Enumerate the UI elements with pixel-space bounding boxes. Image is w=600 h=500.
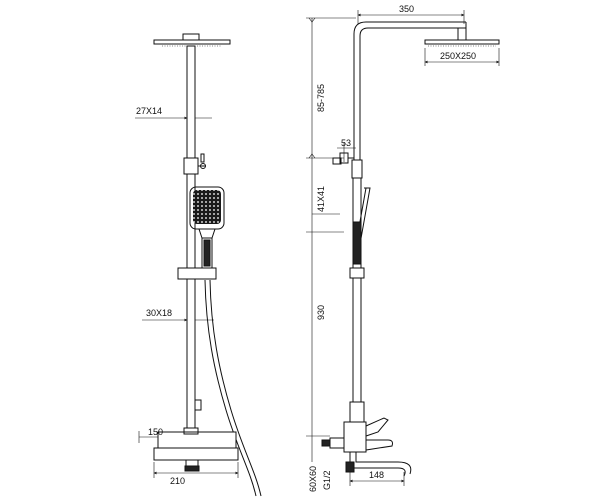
head-size-dimension: 250X250	[424, 48, 500, 66]
bracket-size-label: 41X41	[316, 186, 326, 212]
pipe-size-label: 30X18	[146, 308, 172, 318]
height-range-label: 85-785	[316, 84, 326, 112]
spout-reach-label: 148	[369, 470, 384, 480]
shower-hose	[204, 279, 262, 497]
pipe-fitting	[194, 399, 202, 411]
rain-shower-head	[153, 33, 231, 47]
bracket-width-dimension: 53	[337, 138, 356, 162]
hand-shower-holder	[177, 267, 217, 280]
side-diverter	[351, 159, 363, 179]
side-riser	[352, 177, 362, 403]
side-view: 350 250X250	[306, 4, 500, 492]
rail-size-dimension: 27X14	[135, 106, 212, 120]
mixer-side	[321, 401, 393, 453]
height-dimension-line	[306, 17, 356, 462]
arm-reach-label: 350	[399, 4, 414, 14]
pipe-size-dimension: 30X18	[142, 308, 214, 322]
bracket-width-label: 53	[341, 138, 351, 148]
rain-head-side	[424, 27, 500, 47]
shower-arm	[353, 21, 467, 180]
inlet-size-label: 60X60	[308, 466, 318, 492]
wall-bracket	[332, 152, 354, 165]
column-height-label: 930	[316, 305, 326, 320]
hand-shower-side	[352, 187, 371, 265]
mixer-valve	[153, 427, 239, 472]
arm-reach-dimension: 350	[357, 4, 465, 24]
spout-width-dimension: 210	[153, 462, 239, 486]
holder-side	[349, 267, 365, 279]
tub-offset-dimension: 150	[138, 427, 163, 443]
head-size-label: 250X250	[440, 51, 476, 61]
upper-pipe	[186, 45, 196, 159]
spout-width-label: 210	[170, 476, 185, 486]
diverter-block	[183, 153, 206, 175]
rail-size-label: 27X14	[136, 106, 162, 116]
tub-offset-label: 150	[148, 427, 163, 437]
spout-reach-dimension: 148	[349, 470, 405, 486]
front-view: 27X14 30X18	[135, 33, 262, 497]
thread-label: G1/2	[322, 470, 332, 490]
